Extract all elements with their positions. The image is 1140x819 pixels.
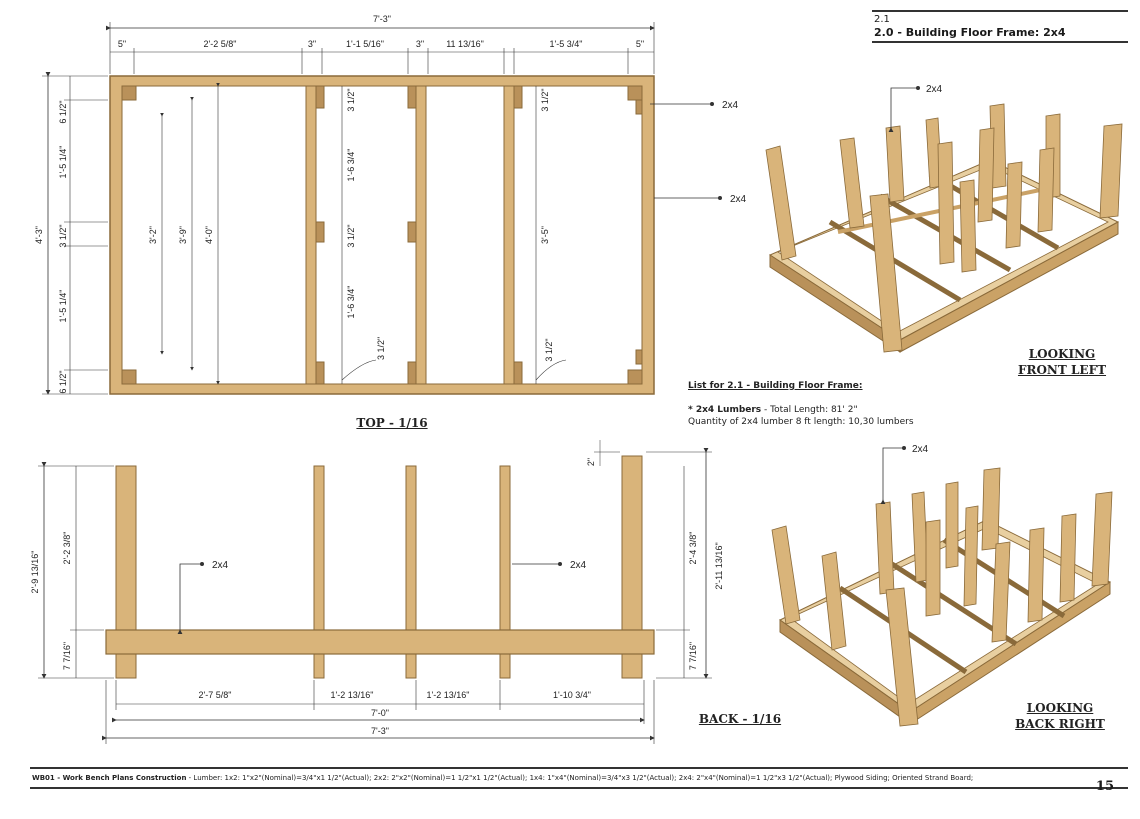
dim-back-bottom: 1'-2 13/16" bbox=[331, 690, 374, 700]
dim-back-bottom: 1'-10 3/4" bbox=[553, 690, 591, 700]
dim-back-left: 2'-2 3/8" bbox=[62, 532, 72, 565]
dim-segment: 6 1/2" bbox=[58, 100, 68, 123]
callout-2x4: 2x4 bbox=[570, 560, 587, 571]
iso-view-front-left: 2x4 bbox=[765, 84, 1123, 353]
callout-2x4: 2x4 bbox=[912, 444, 929, 455]
iso-label-front-left: LOOKING FRONT LEFT bbox=[1002, 346, 1122, 378]
iso-view-back-right: 2x4 bbox=[771, 444, 1113, 727]
dim-right: 3 1/2" bbox=[544, 338, 554, 361]
top-post bbox=[635, 99, 643, 115]
footer-text: WB01 - Work Bench Plans Construction - L… bbox=[32, 773, 1068, 783]
top-post bbox=[627, 85, 643, 101]
dim-right: 3 1/2" bbox=[540, 88, 550, 111]
section-header: 2.1 2.0 - Building Floor Frame: 2x4 bbox=[872, 10, 1128, 52]
top-post bbox=[121, 85, 137, 101]
top-joist bbox=[305, 85, 317, 385]
callout-2x4: 2x4 bbox=[926, 84, 943, 95]
dim-inner: 3'-2" bbox=[148, 226, 158, 244]
top-post bbox=[635, 349, 643, 365]
dim-mid: 1'-6 3/4" bbox=[346, 286, 356, 319]
dim-back-overall: 7'-3" bbox=[371, 726, 389, 736]
dim-segment: 1'-5 1/4" bbox=[58, 146, 68, 179]
lumber-item: * 2x4 Lumbers bbox=[688, 405, 762, 415]
back-post bbox=[115, 465, 137, 679]
back-post bbox=[313, 465, 325, 679]
top-joist bbox=[503, 85, 515, 385]
dim-back-bottom: 2'-7 5/8" bbox=[199, 690, 232, 700]
iso-label-line: LOOKING bbox=[1026, 701, 1094, 715]
back-rail bbox=[105, 629, 655, 655]
dim-segment: 1'-5 1/4" bbox=[58, 290, 68, 323]
back-post bbox=[405, 465, 417, 679]
dim-back-right: 7 7/16" bbox=[688, 642, 698, 670]
back-post bbox=[621, 455, 643, 679]
top-post bbox=[315, 221, 325, 243]
page-number: 15 bbox=[1095, 779, 1114, 794]
dim-back-left: 7 7/16" bbox=[62, 642, 72, 670]
dim-inner: 4'-0" bbox=[204, 226, 214, 244]
dim-segment: 1'-5 3/4" bbox=[550, 39, 583, 49]
dim-segment: 3" bbox=[416, 39, 424, 49]
callout-2x4: 2x4 bbox=[212, 560, 229, 571]
footer-body: - Lumber: 1x2: 1"x2"(Nominal)=3/4"x1 1/2… bbox=[186, 774, 974, 782]
dim-segment: 3" bbox=[308, 39, 316, 49]
dim-back-bottom: 1'-2 13/16" bbox=[427, 690, 470, 700]
top-post bbox=[121, 369, 137, 385]
lumber-quantity: Quantity of 2x4 lumber 8 ft length: 10,3… bbox=[688, 417, 914, 427]
back-post bbox=[499, 465, 511, 679]
dim-back-left: 2'-9 13/16" bbox=[30, 551, 40, 594]
dim-mid: 1'-6 3/4" bbox=[346, 149, 356, 182]
section-number: 2.1 bbox=[874, 14, 890, 25]
dim-segment: 1'-1 5/16" bbox=[346, 39, 384, 49]
callout-2x4: 2x4 bbox=[730, 194, 747, 205]
dim-overall-depth: 4'-3" bbox=[34, 226, 44, 244]
iso-label-line: LOOKING bbox=[1028, 347, 1096, 361]
dim-right: 3'-5" bbox=[540, 226, 550, 244]
lumber-list-title: List for 2.1 - Building Floor Frame: bbox=[688, 381, 863, 391]
top-post bbox=[407, 361, 417, 385]
dim-back-right: 2" bbox=[586, 458, 596, 466]
top-view: 7'-3" 5" 2'-2 5/8" 3" 1'-1 5/16" 3" 11 1… bbox=[34, 14, 747, 395]
section-title: 2.0 - Building Floor Frame: 2x4 bbox=[874, 26, 1066, 39]
dim-back-inner-total: 7'-0" bbox=[371, 708, 389, 718]
lumber-total: - Total Length: 81' 2" bbox=[761, 405, 858, 415]
callout-2x4: 2x4 bbox=[722, 100, 739, 111]
dim-segment: 5" bbox=[636, 39, 644, 49]
iso-label-line: BACK RIGHT bbox=[1015, 717, 1105, 731]
top-post bbox=[407, 85, 417, 109]
top-view-label: TOP - 1/16 bbox=[356, 416, 428, 430]
iso-label-back-right: LOOKING BACK RIGHT bbox=[1000, 700, 1120, 732]
footer-title: WB01 - Work Bench Plans Construction bbox=[32, 774, 187, 782]
dim-segment: 3 1/2" bbox=[58, 224, 68, 247]
iso-label-line: FRONT LEFT bbox=[1017, 363, 1107, 377]
dim-mid: 3 1/2" bbox=[346, 224, 356, 247]
top-joist bbox=[415, 85, 427, 385]
top-post bbox=[315, 85, 325, 109]
dim-back-right: 2'-11 13/16" bbox=[714, 542, 724, 589]
lumber-list: List for 2.1 - Building Floor Frame: * 2… bbox=[688, 380, 1008, 428]
dim-segment: 5" bbox=[118, 39, 126, 49]
top-post bbox=[513, 85, 523, 109]
back-view: 2'-9 13/16" 2'-2 3/8" 7 7/16" 2'-11 13/1… bbox=[30, 440, 724, 744]
dim-segment: 6 1/2" bbox=[58, 370, 68, 393]
top-post bbox=[627, 369, 643, 385]
lumber-list-line: * 2x4 Lumbers - Total Length: 81' 2" bbox=[688, 404, 1008, 416]
top-frame-inner bbox=[121, 85, 643, 385]
dim-mid: 3 1/2" bbox=[376, 337, 386, 360]
back-view-label: BACK - 1/16 bbox=[698, 712, 782, 726]
top-post bbox=[315, 361, 325, 385]
dim-segment: 11 13/16" bbox=[446, 39, 484, 49]
top-post bbox=[407, 221, 417, 243]
dim-segment: 2'-2 5/8" bbox=[204, 39, 237, 49]
dim-inner: 3'-9" bbox=[178, 226, 188, 244]
dim-back-right: 2'-4 3/8" bbox=[688, 532, 698, 565]
footer: WB01 - Work Bench Plans Construction - L… bbox=[30, 767, 1128, 807]
dim-mid: 3 1/2" bbox=[346, 88, 356, 111]
top-post bbox=[513, 361, 523, 385]
dim-overall-width: 7'-3" bbox=[373, 14, 391, 24]
